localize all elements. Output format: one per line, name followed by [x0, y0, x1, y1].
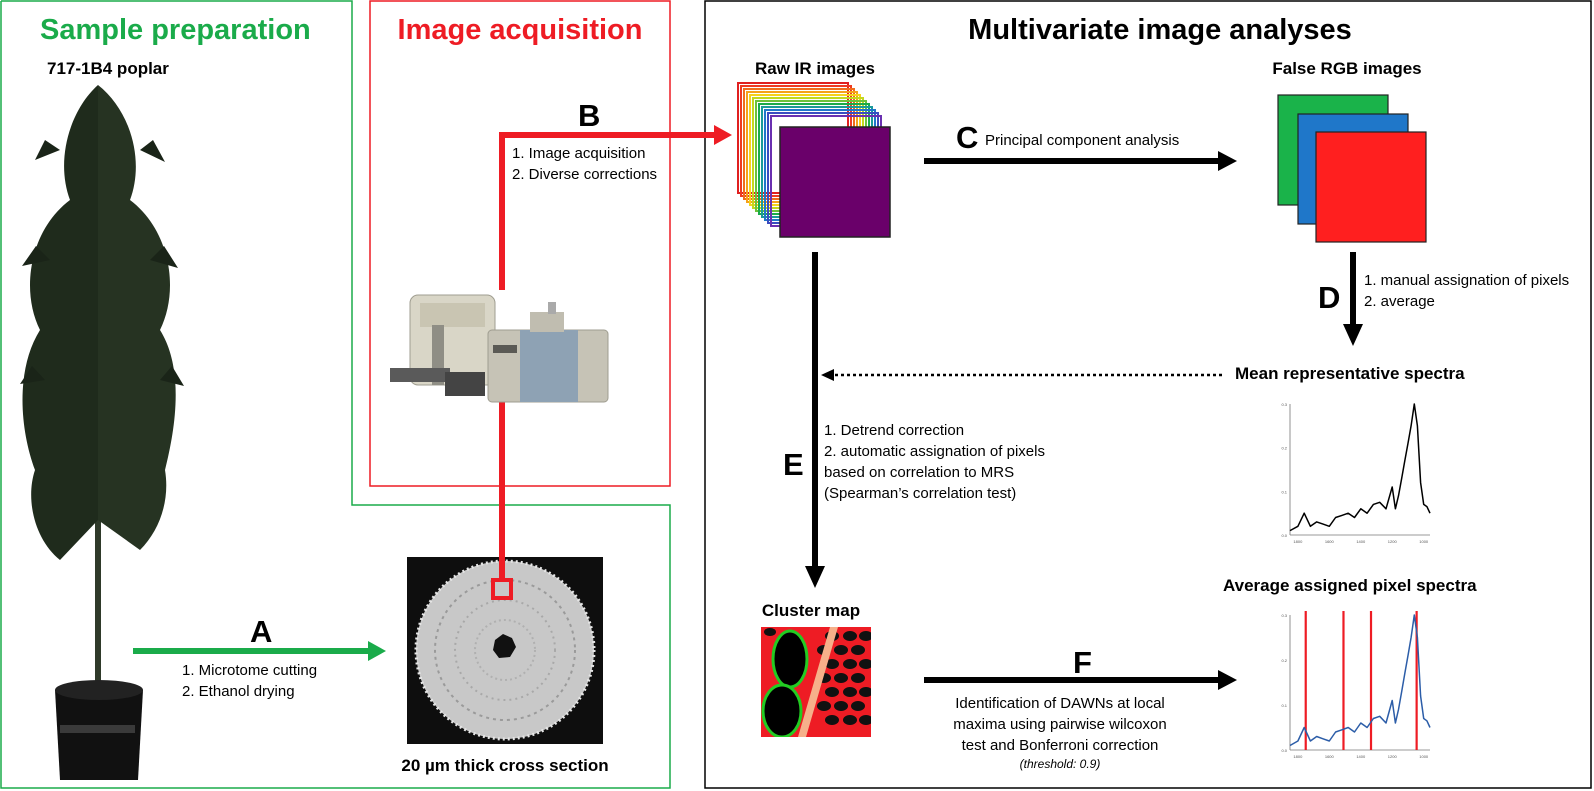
ftir-instrument-image	[390, 294, 609, 403]
step-d-line-2: 2. average	[1364, 293, 1435, 310]
y-tick-label: 0.1	[1281, 489, 1287, 494]
mean-spectra-label: Mean representative spectra	[1235, 364, 1465, 383]
mean-spectra-chart: 0.0 0.1 0.2 0.3 1800 1600 1400 1200 1000	[1281, 402, 1431, 544]
step-f-description: Identification of DAWNs at local maxima …	[930, 693, 1190, 772]
sample-region-marker	[491, 578, 513, 600]
spectrum-line	[1289, 403, 1431, 532]
x-tick-label: 1400	[1356, 754, 1366, 759]
step-b-line-2: 2. Diverse corrections	[512, 166, 658, 183]
avg-spectra-label: Average assigned pixel spectra	[1223, 576, 1477, 595]
false-rgb-label: False RGB images	[1272, 59, 1422, 78]
x-tick-label: 1800	[1293, 539, 1303, 544]
cross-section-image	[407, 557, 603, 744]
sample-preparation-border	[0, 0, 671, 789]
sample-preparation-title: Sample preparation	[40, 14, 311, 46]
y-tick-label: 0.2	[1281, 658, 1287, 663]
average-spectra-chart: 0.0 0.1 0.2 0.3 1800 1600 1400 1200 1000	[1281, 611, 1431, 759]
y-tick-label: 0.0	[1281, 533, 1287, 538]
step-a-letter: A	[250, 614, 273, 649]
x-tick-label: 1400	[1356, 539, 1366, 544]
arrow-e-head	[805, 566, 825, 588]
raw-ir-label: Raw IR images	[755, 59, 875, 78]
y-tick-label: 0.3	[1281, 402, 1287, 407]
x-tick-label: 1800	[1293, 754, 1303, 759]
arrow-b-head	[714, 125, 732, 145]
spectrum-line	[1289, 614, 1431, 747]
step-a-description: 1. Microtome cutting 2. Ethanol drying	[182, 660, 317, 702]
step-f-line-1: Identification of DAWNs at local	[955, 695, 1165, 712]
image-acquisition-title: Image acquisition	[397, 14, 643, 46]
step-e-line-2: 2. automatic assignation of pixels	[824, 443, 1045, 460]
poplar-label: 717-1B4 poplar	[47, 59, 169, 78]
step-c-description: Principal component analysis	[985, 132, 1180, 149]
x-tick-label: 1600	[1325, 539, 1335, 544]
step-c-letter: C	[956, 120, 979, 155]
y-tick-label: 0.0	[1281, 748, 1287, 753]
step-e-line-1: 1. Detrend correction	[824, 422, 965, 439]
step-f-letter: F	[1073, 645, 1092, 680]
poplar-tree-image	[20, 85, 184, 780]
step-b-letter: B	[578, 98, 601, 133]
x-tick-label: 1200	[1388, 539, 1398, 544]
arrow-a-head	[368, 641, 386, 661]
step-a-line-1: 1. Microtome cutting	[182, 662, 318, 679]
arrow-b	[499, 132, 718, 290]
step-d-letter: D	[1318, 280, 1341, 315]
cluster-map-image	[761, 627, 871, 737]
step-a-line-2: 2. Ethanol drying	[182, 683, 295, 700]
multivariate-border	[704, 0, 1592, 789]
y-tick-label: 0.3	[1281, 613, 1287, 618]
step-f-note: (threshold: 0.9)	[1019, 757, 1101, 771]
x-tick-label: 1000	[1419, 754, 1429, 759]
step-d-line-1: 1. manual assignation of pixels	[1364, 272, 1570, 289]
step-b-line-1: 1. Image acquisition	[512, 145, 646, 162]
y-tick-label: 0.1	[1281, 703, 1287, 708]
step-e-letter: E	[783, 447, 804, 482]
x-tick-label: 1000	[1419, 539, 1429, 544]
cluster-map-label: Cluster map	[761, 601, 861, 620]
x-tick-label: 1600	[1325, 754, 1335, 759]
step-f-line-3: test and Bonferroni correction	[961, 737, 1159, 754]
cross-section-label: 20 µm thick cross section	[401, 756, 609, 775]
dotted-arrow-head	[821, 369, 834, 381]
false-rgb-images	[1277, 94, 1427, 243]
image-acquisition-border	[369, 0, 671, 487]
step-e-line-3: based on correlation to MRS	[824, 464, 1015, 481]
step-b-description: 1. Image acquisition 2. Diverse correcti…	[512, 143, 657, 185]
step-d-description: 1. manual assignation of pixels 2. avera…	[1364, 270, 1569, 312]
y-tick-label: 0.2	[1281, 446, 1287, 451]
x-tick-label: 1200	[1388, 754, 1398, 759]
step-f-line-2: maxima using pairwise wilcoxon	[953, 716, 1167, 733]
step-e-description: 1. Detrend correction 2. automatic assig…	[824, 420, 1045, 504]
raw-ir-images-stack	[737, 82, 891, 238]
arrow-f-head	[1218, 670, 1237, 690]
multivariate-title: Multivariate image analyses	[968, 14, 1352, 46]
arrow-d-head	[1343, 324, 1363, 346]
step-e-line-4: (Spearman’s correlation test)	[824, 485, 1017, 502]
arrow-c-head	[1218, 151, 1237, 171]
